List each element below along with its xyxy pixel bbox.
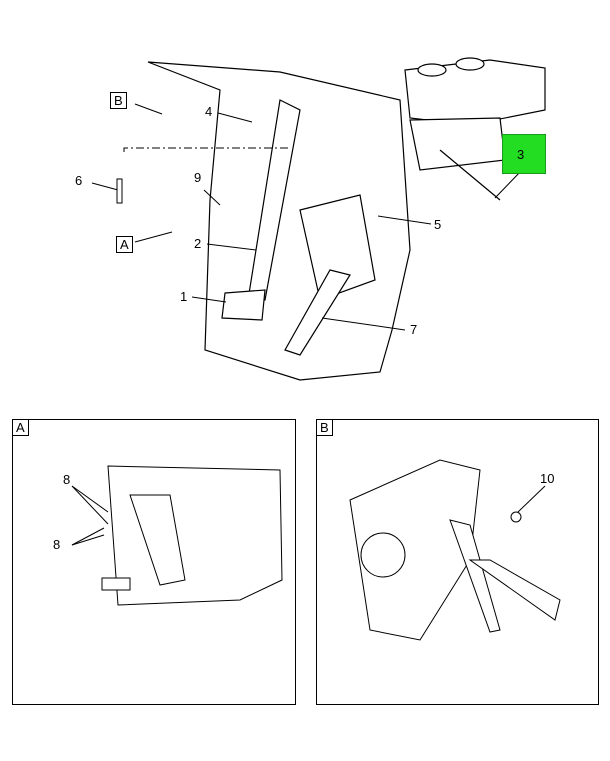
inset-b: [316, 419, 599, 705]
accel-bracket: [299, 194, 376, 301]
inset-b-drawing: [349, 459, 561, 641]
callout-9: 9: [194, 170, 202, 185]
callout-7: 7: [410, 322, 418, 337]
inset-a: [12, 419, 296, 705]
accel-pedal: [284, 269, 351, 356]
callout-8-top: 8: [63, 472, 71, 487]
view-ref-b: B: [110, 92, 127, 109]
callout-5: 5: [434, 217, 442, 232]
callout-2: 2: [194, 236, 202, 251]
view-ref-a: A: [116, 236, 133, 253]
inset-b-label: B: [316, 419, 333, 436]
callout-4: 4: [205, 104, 213, 119]
highlighted-callout-3[interactable]: 3: [502, 134, 546, 174]
callout-6: 6: [75, 173, 83, 188]
callout-1: 1: [180, 289, 188, 304]
callout-8-bottom: 8: [53, 537, 61, 552]
inset-a-label: A: [12, 419, 29, 436]
reservoir: [404, 59, 546, 126]
clutch-pad: [221, 289, 266, 321]
callout-10: 10: [540, 471, 555, 486]
master-cylinder: [409, 117, 506, 171]
clutch-pedal-arm: [247, 99, 301, 301]
inset-a-drawing: [101, 465, 283, 606]
